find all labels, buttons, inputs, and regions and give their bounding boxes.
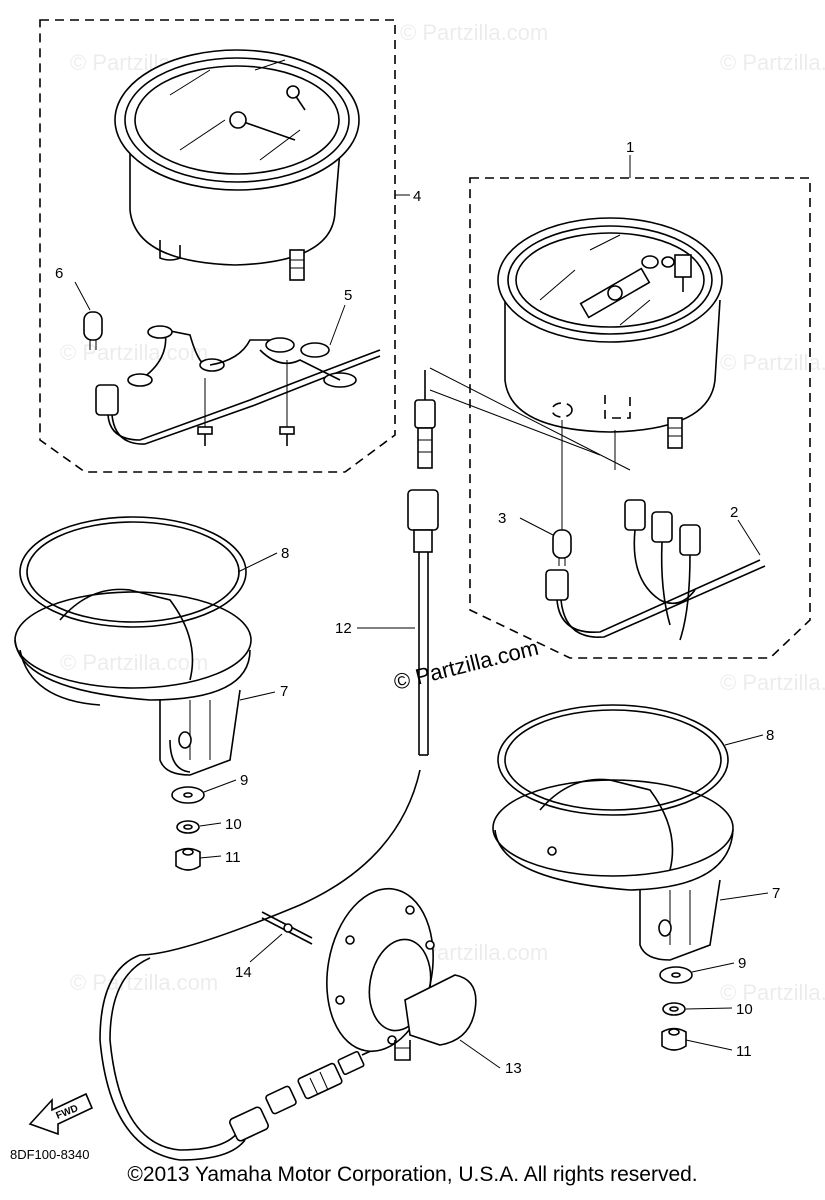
callout-6: 6 [55, 265, 63, 282]
callout-14: 14 [235, 964, 252, 981]
lock-washer-10-left [176, 820, 200, 834]
bulb-socket [95, 349, 381, 445]
gauge-ring-8-right [497, 704, 729, 816]
pin-14 [261, 911, 313, 945]
callout-9-left: 9 [240, 772, 248, 789]
callout-10-left: 10 [225, 816, 242, 833]
speedometer-gauge [114, 49, 360, 281]
speedometer-cable-12 [99, 370, 439, 1161]
callout-12: 12 [335, 620, 352, 637]
watermark: © Partzilla.com [720, 350, 825, 375]
tachometer-gauge [497, 217, 723, 449]
copyright-notice: ©2013 Yamaha Motor Corporation, U.S.A. A… [127, 1163, 698, 1186]
callout-5: 5 [344, 287, 352, 304]
callout-11-left: 11 [225, 849, 241, 866]
bulb-3 [552, 529, 572, 566]
callout-8-left: 8 [281, 545, 289, 562]
watermark-main: © Partzilla.com [391, 635, 541, 695]
callout-10-right: 10 [736, 1001, 753, 1018]
callout-3: 3 [498, 510, 506, 527]
callout-7-left: 7 [280, 683, 288, 700]
screw [197, 426, 213, 446]
watermark: © Partzilla.com [60, 650, 208, 675]
lock-washer-10-right [662, 1002, 686, 1016]
callout-4: 4 [413, 188, 421, 205]
watermark: © Partzilla.com [720, 980, 825, 1005]
gauge-bracket-7-right [492, 778, 734, 961]
callout-2: 2 [730, 504, 738, 521]
watermark: © Partzilla.com [60, 340, 208, 365]
watermark: © Partzilla.com [400, 20, 548, 45]
bulb-6 [83, 311, 103, 350]
watermark: © Partzilla.com [720, 670, 825, 695]
nut-11-left [175, 847, 201, 871]
callout-1: 1 [626, 139, 634, 156]
callout-13: 13 [505, 1060, 522, 1077]
diagram-code: 8DF100-8340 [10, 1147, 90, 1162]
washer-9-left [171, 786, 205, 804]
callout-11-right: 11 [736, 1043, 752, 1060]
gauge-bracket-7-left [14, 588, 252, 776]
watermark: © Partzilla.com [720, 50, 825, 75]
watermark: © Partzilla.com [70, 970, 218, 995]
washer-9-right [659, 966, 693, 984]
callout-8-right: 8 [766, 727, 774, 744]
nut-11-right [661, 1027, 687, 1051]
gauge-ring-8-left [19, 516, 247, 628]
assembly-box-1 [469, 177, 811, 659]
wire-harness-5 [127, 325, 357, 388]
speedometer-drive-13 [326, 887, 477, 1061]
wire-harness-2 [545, 499, 766, 641]
leader-lines [74, 281, 769, 1069]
screw [279, 426, 295, 446]
assembly-box-4 [39, 19, 396, 473]
fwd-arrow-icon: FWD [28, 1092, 94, 1136]
callout-9-right: 9 [738, 955, 746, 972]
callout-7-right: 7 [772, 885, 780, 902]
